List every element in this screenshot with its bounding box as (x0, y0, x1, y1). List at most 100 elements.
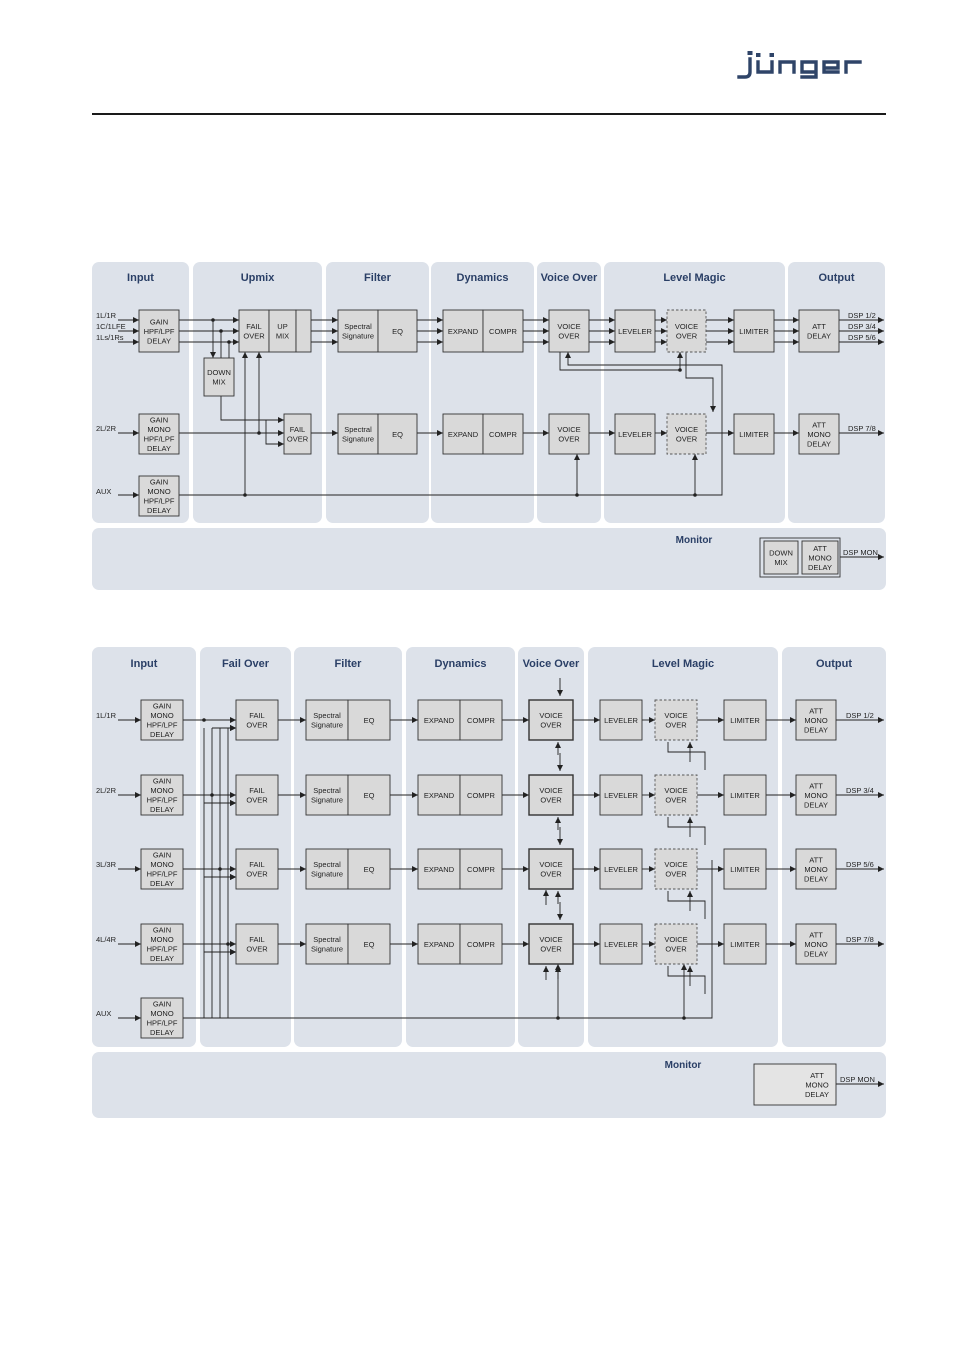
signal-line (667, 817, 706, 845)
section-title: Output (818, 272, 854, 284)
spectral-block-text: Signature (342, 435, 374, 444)
output-att-block-text: ATT (812, 322, 826, 331)
limiter-block (723, 699, 767, 741)
voice-over-block (548, 413, 590, 455)
limiter-block-text: LIMITER (730, 791, 760, 800)
monitor-att-block-text: MONO (805, 1080, 828, 1089)
signal-line (183, 900, 713, 1019)
voice-over-block (654, 774, 698, 816)
expander-block (417, 848, 461, 890)
voice-over-block-text: OVER (558, 435, 580, 444)
input-gain-block-text: DELAY (147, 336, 171, 345)
failover-block-text: OVER (287, 435, 309, 444)
signal-line (667, 891, 706, 919)
output-att-block-text: ATT (809, 855, 823, 864)
output-att-block-text: MONO (804, 791, 827, 800)
expander-block (417, 699, 461, 741)
section-title: Fail Over (222, 658, 270, 670)
limiter-block (733, 413, 775, 455)
compressor-block (459, 923, 503, 965)
header-rule (92, 113, 886, 115)
input-label: 4L/4R (96, 935, 117, 944)
signal-line (685, 352, 716, 412)
leveler-block-text: LEVELER (604, 940, 638, 949)
section-panel (604, 262, 785, 523)
section-title: Voice Over (541, 272, 598, 284)
limiter-block (723, 923, 767, 965)
output-label: DSP 1/2 (846, 711, 874, 720)
input-gain-block-text: DELAY (147, 506, 171, 515)
voice-over-block (528, 699, 574, 741)
output-att-block (795, 848, 837, 890)
input-gain-block (140, 923, 184, 965)
compressor-block (482, 413, 524, 455)
leveler-block-text: LEVELER (604, 791, 638, 800)
spectral-block-text: Signature (311, 721, 343, 730)
output-att-block-text: DELAY (804, 949, 828, 958)
spectral-block-text: Spectral (344, 425, 372, 434)
spectral-block-text: Signature (311, 796, 343, 805)
upmix-block (268, 309, 297, 353)
failover-block (283, 413, 312, 455)
expander-block-text: EXPAND (424, 716, 455, 725)
input-gain-block (140, 997, 184, 1039)
expander-block-text: EXPAND (448, 430, 479, 439)
leveler-block (599, 848, 643, 890)
monitor-att-block (801, 540, 839, 575)
voice-over-block-text: VOICE (539, 860, 562, 869)
compressor-block-text: COMPR (467, 940, 496, 949)
spectral-block (337, 413, 379, 455)
input-gain-block (140, 774, 184, 816)
input-gain-block (140, 699, 184, 741)
output-att-block-text: MONO (804, 940, 827, 949)
compressor-block (482, 309, 524, 353)
output-label: DSP 1/2 (848, 311, 876, 320)
input-gain-block-text: MONO (150, 711, 173, 720)
output-att-block-text: MONO (804, 716, 827, 725)
voice-over-block (654, 923, 698, 965)
limiter-block-text: LIMITER (730, 716, 760, 725)
monitor-downmix-block (763, 540, 799, 575)
monitor-panel (92, 528, 886, 590)
voice-over-block (666, 309, 707, 353)
output-att-block-text: DELAY (807, 332, 831, 341)
voice-over-block-text: VOICE (664, 711, 687, 720)
monitor-title: Monitor (665, 1060, 702, 1071)
spectral-block-text: Spectral (313, 786, 341, 795)
output-att-block-text: ATT (812, 420, 826, 429)
leveler-block (599, 774, 643, 816)
monitor-att-block (753, 1063, 837, 1106)
monitor-att-block-text: DELAY (805, 1090, 829, 1099)
output-att-block-text: DELAY (804, 800, 828, 809)
upmix-block-text: MIX (276, 332, 289, 341)
input-label: AUX (96, 1009, 111, 1018)
section-title: Dynamics (457, 272, 509, 284)
failover-block (235, 774, 279, 816)
leveler-block (599, 699, 643, 741)
limiter-block-text: LIMITER (739, 327, 769, 336)
failover-block-text: OVER (246, 721, 268, 730)
input-gain-block-text: MONO (150, 1009, 173, 1018)
failover-block-text: OVER (243, 332, 265, 341)
input-gain-block-text: GAIN (150, 478, 168, 487)
eq-block-text: EQ (364, 865, 375, 874)
input-gain-block-text: MONO (147, 425, 170, 434)
section-title: Filter (335, 658, 363, 670)
output-att-block-text: DELAY (804, 725, 828, 734)
compressor-block (459, 699, 503, 741)
input-gain-block-text: HPF/LPF (144, 435, 175, 444)
spectral-block-text: Spectral (313, 860, 341, 869)
downmix-block-text: MIX (212, 378, 225, 387)
input-gain-block-text: GAIN (153, 777, 171, 786)
output-label: DSP 7/8 (846, 935, 874, 944)
monitor-panel (92, 1052, 886, 1118)
signal-line (179, 352, 723, 496)
output-label: DSP MON (840, 1075, 875, 1084)
input-gain-block-text: MONO (150, 860, 173, 869)
input-gain-block-text: HPF/LPF (147, 796, 178, 805)
downmix-block-text: DOWN (207, 368, 231, 377)
spectral-block-text: Signature (342, 332, 374, 341)
eq-block (347, 923, 391, 965)
expander-block (442, 309, 484, 353)
